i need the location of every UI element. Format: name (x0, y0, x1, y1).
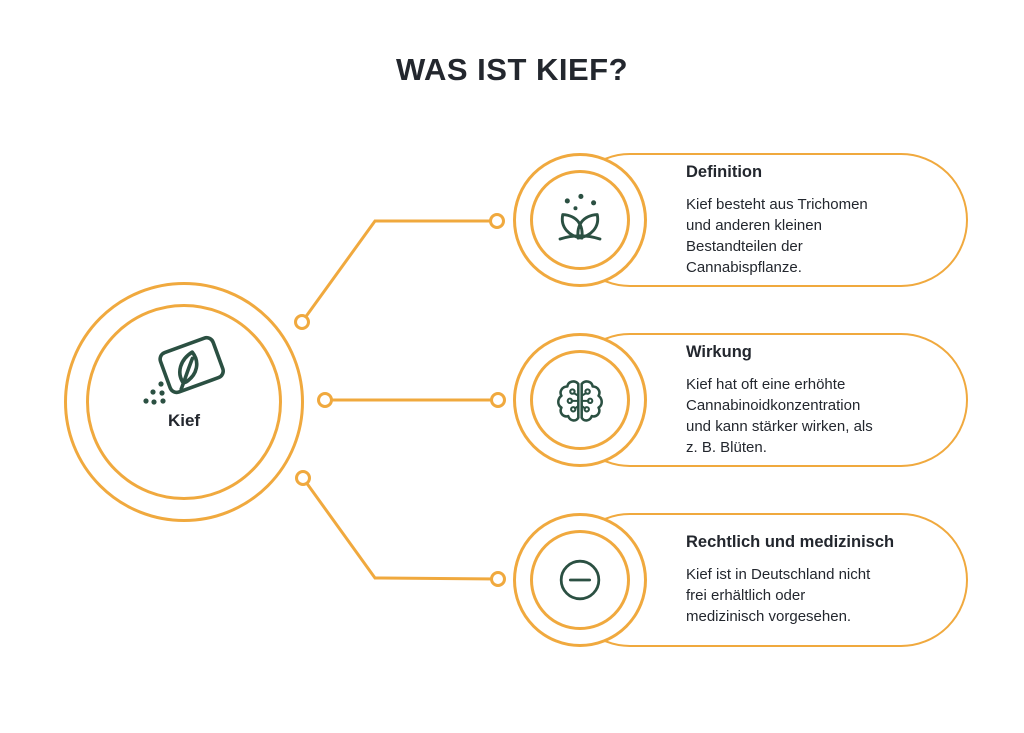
connector-node-icon (294, 314, 310, 330)
page-title: WAS IST KIEF? (395, 52, 629, 87)
item-icon-inner-ring (530, 170, 630, 270)
connector-node-icon (295, 470, 311, 486)
sprout-icon (558, 193, 602, 241)
connector-line-bottom (301, 477, 499, 581)
kief-pouch-icon (143, 335, 225, 405)
connector-node-icon (317, 392, 333, 408)
connector-node-icon (489, 213, 505, 229)
item-text-block: Definition Kief besteht aus Trichomen un… (686, 153, 944, 287)
hub-label: Kief (167, 411, 201, 430)
item-body: Kief ist in Deutschland nicht frei erhäl… (686, 566, 871, 625)
item-heading: Rechtlich und medizinisch (686, 533, 895, 551)
item-body: Kief besteht aus Trichomen und anderen k… (686, 195, 868, 276)
item-text-block: Wirkung Kief hat oft eine erhöhte Cannab… (686, 333, 944, 467)
item-heading: Wirkung (686, 342, 752, 361)
item-text-block: Rechtlich und medizinisch Kief ist in De… (686, 513, 944, 647)
connector-node-icon (490, 571, 506, 587)
minus-circle-icon (559, 559, 601, 601)
item-body: Kief hat oft eine erhöhte Cannabinoidkon… (686, 375, 873, 456)
item-icon-inner-ring (530, 350, 630, 450)
item-icon-inner-ring (530, 530, 630, 630)
connector-node-icon (490, 392, 506, 408)
item-heading: Definition (686, 162, 763, 181)
brain-icon (557, 380, 603, 422)
connector-line-top (300, 219, 497, 323)
hub-inner-ring (86, 304, 282, 500)
